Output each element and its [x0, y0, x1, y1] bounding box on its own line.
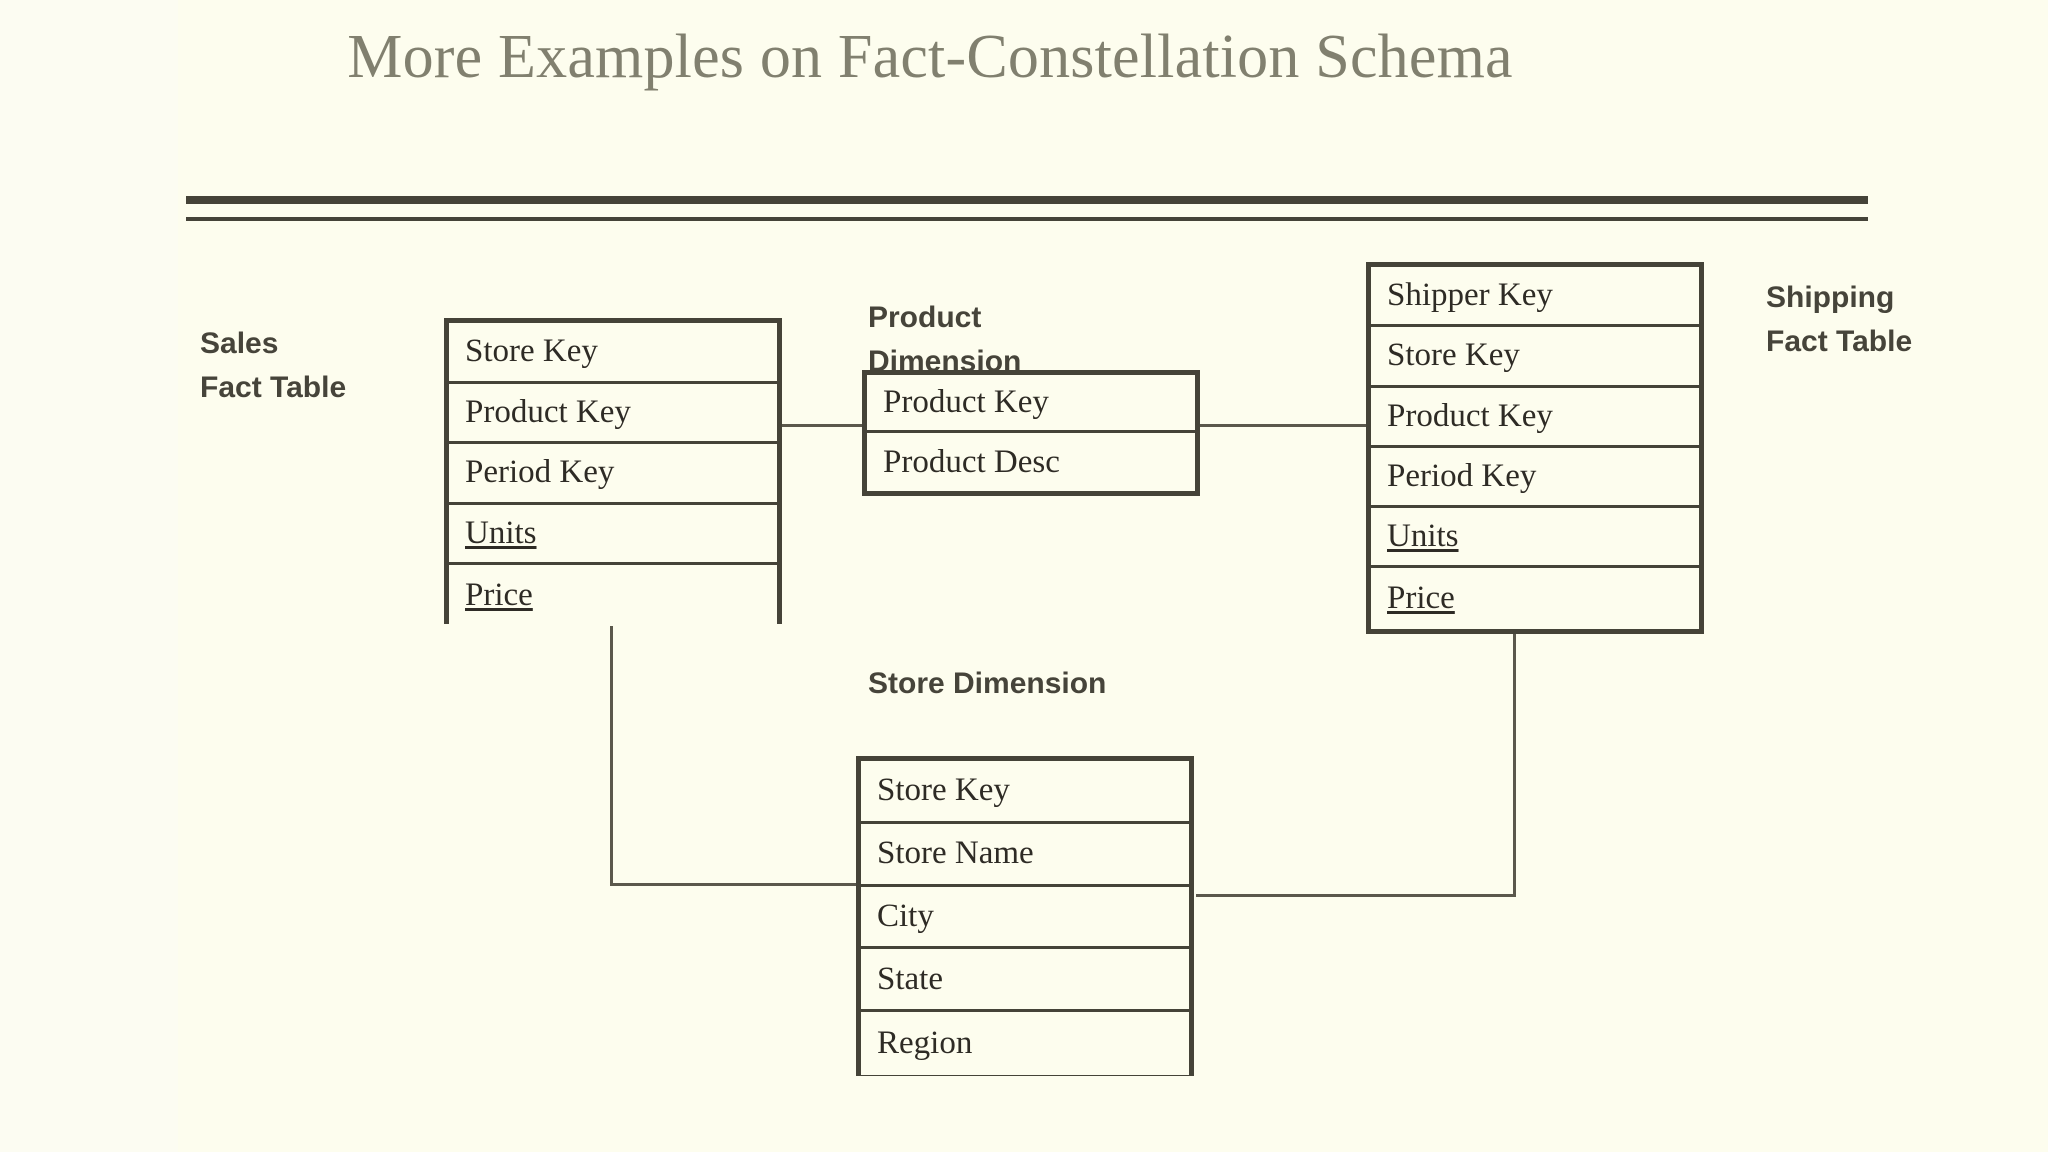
connector-product-to-shipping	[1198, 424, 1368, 427]
table-row: Store Key	[449, 323, 777, 384]
connector-sales-to-store-horizontal	[610, 883, 858, 886]
table-row: Product Desc	[867, 433, 1195, 491]
row-label: Product Key	[883, 384, 1049, 420]
row-label: Store Key	[1387, 337, 1520, 374]
row-label: State	[877, 960, 943, 997]
row-label: Store Key	[465, 333, 598, 370]
left-margin-band	[0, 0, 178, 1152]
connector-sales-to-store-vertical	[610, 600, 613, 886]
row-label: Region	[877, 1025, 973, 1062]
table-row: Product Key	[867, 375, 1195, 433]
table-row: Period Key	[1371, 447, 1699, 509]
connector-shipping-to-store-vertical	[1513, 620, 1516, 897]
label-sales-fact-table: Sales Fact Table	[200, 327, 347, 404]
table-row: Price	[449, 565, 777, 626]
table-row: Price	[1371, 568, 1699, 629]
label-store-dimension: Store Dimension	[868, 667, 1107, 700]
label-shipping-fact-table: Shipping Fact Table	[1766, 281, 1913, 358]
row-label: Product Key	[1387, 397, 1553, 434]
entity-box-shipping-fact-table: Shipper Key Store Key Product Key Period…	[1366, 262, 1704, 634]
row-label: Price	[465, 577, 533, 614]
row-label: Period Key	[465, 454, 615, 491]
row-label: Product Desc	[883, 443, 1060, 480]
header-rule-thick	[186, 196, 1868, 204]
row-label: Product Key	[465, 393, 631, 430]
row-label: Store Key	[877, 772, 1010, 809]
entity-box-sales-fact-table: Store Key Product Key Period Key Units P…	[444, 318, 782, 626]
page-title: More Examples on Fact-Constellation Sche…	[347, 23, 1513, 91]
table-row: Units	[1371, 508, 1699, 569]
row-label: Store Name	[877, 835, 1034, 872]
row-label: Price	[1387, 580, 1455, 617]
row-label: Units	[465, 515, 537, 552]
table-row: Product Key	[449, 383, 777, 445]
connector-sales-to-product	[782, 424, 864, 427]
table-row: Product Key	[1371, 387, 1699, 448]
row-label: Shipper Key	[1387, 277, 1553, 314]
entity-box-product-dimension: Product Key Product Desc	[862, 370, 1200, 496]
header-rule-thin	[186, 217, 1868, 221]
table-row: Shipper Key	[1371, 267, 1699, 328]
row-label: City	[877, 897, 934, 934]
table-row: State	[861, 949, 1189, 1013]
table-row: Store Key	[861, 761, 1189, 824]
row-label: Period Key	[1387, 458, 1537, 495]
table-row: Units	[449, 504, 777, 566]
table-row: City	[861, 886, 1189, 950]
connector-shipping-to-store-horizontal	[1196, 894, 1516, 897]
entity-box-store-dimension: Store Key Store Name City State Region	[856, 756, 1194, 1076]
table-row: Region	[861, 1012, 1189, 1075]
row-label: Units	[1387, 518, 1459, 555]
table-row: Store Key	[1371, 327, 1699, 388]
table-row: Store Name	[861, 823, 1189, 887]
table-row: Period Key	[449, 444, 777, 505]
